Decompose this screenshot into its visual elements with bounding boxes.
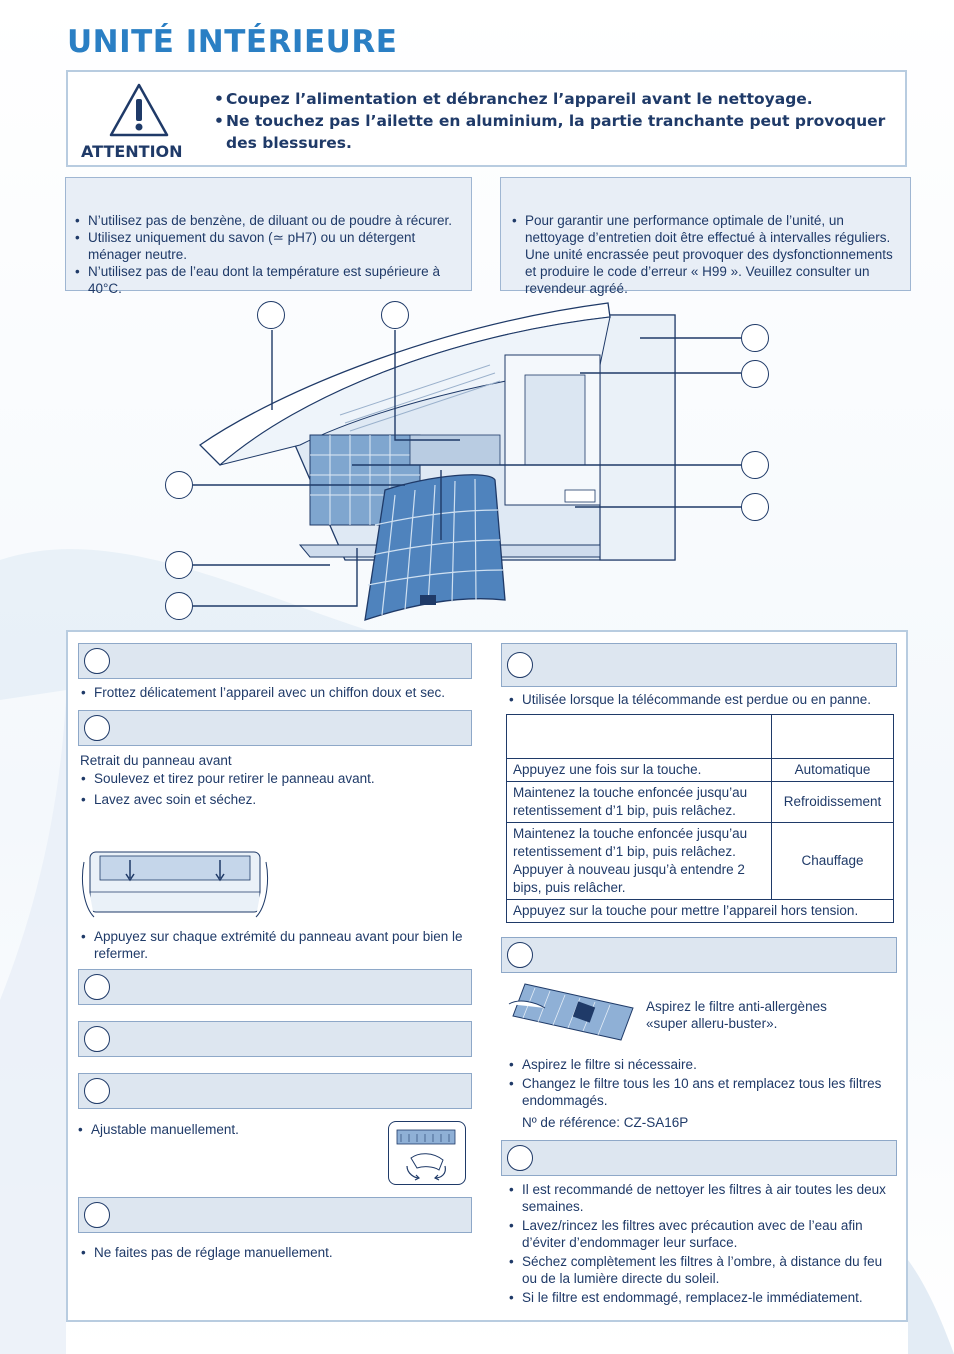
table-header-cell [771,714,894,759]
note-item: Utilisez uniquement du savon (≃ pH7) ou … [72,229,467,263]
section-number-marker [84,715,110,741]
section-number-marker [84,974,110,1000]
table-cell: Maintenez la touche enfoncée jusqu’au re… [506,822,772,900]
note-box-left: N’utilisez pas de benzène, de diluant ou… [65,177,472,296]
section-bullet: Si le filtre est endommagé, remplacez-le… [506,1289,896,1306]
filter-reference: Nº de référence: CZ-SA16P [522,1115,689,1130]
callout-marker [741,324,769,352]
attention-line: Ne touchez pas l’ailette en aluminium, l… [214,110,894,154]
section-bullet: Changez le filtre tous les 10 ans et rem… [506,1075,896,1109]
section-number-marker [84,1026,110,1052]
front-panel-closing-illustration [81,851,269,918]
table-cell: Automatique [771,758,894,782]
table-cell: Appuyez une fois sur la touche. [506,758,772,782]
callout-leader-lines [193,330,741,607]
section-number-marker [84,648,110,674]
callout-marker [165,592,193,620]
section-header [78,1197,472,1233]
manual-adjust-icon [388,1121,466,1185]
section-header [78,710,472,746]
callout-marker [741,360,769,388]
note-item: N’utilisez pas de benzène, de diluant ou… [72,212,467,229]
callout-marker [257,301,285,329]
section-header [78,969,472,1005]
table-cell: Chauffage [771,822,894,900]
section-number-marker [507,1145,533,1171]
section-intro: Retrait du panneau avant [80,753,232,768]
section-bullet: Ajustable manuellement. [75,1121,375,1138]
warning-triangle-icon [109,83,169,137]
callout-marker [165,551,193,579]
section-bullet: Aspirez le filtre si nécessaire. [506,1056,896,1073]
page-title: UNITÉ INTÉRIEURE [67,24,398,60]
table-cell: Maintenez la touche enfoncée jusqu’au re… [506,781,772,823]
callout-marker [381,301,409,329]
section-header [78,643,472,679]
section-bullet: Lavez avec soin et séchez. [78,791,468,808]
note-item: N’utilisez pas de l’eau dont la températ… [72,263,467,297]
section-bullet: Lavez/rincez les filtres avec précaution… [506,1217,896,1251]
section-number-marker [507,652,533,678]
table-row: Appuyez une fois sur la touche. Automati… [506,758,894,782]
section-header [78,1073,472,1109]
attention-line: Coupez l’alimentation et débranchez l’ap… [214,88,894,110]
callout-marker [741,451,769,479]
table-row: Appuyez sur la touche pour mettre l’appa… [506,899,894,923]
attention-box: ATTENTION Coupez l’alimentation et débra… [66,70,907,167]
filter-vacuum-illustration [508,983,634,1041]
attention-text: Coupez l’alimentation et débranchez l’ap… [214,88,894,154]
section-bullet: Il est recommandé de nettoyer les filtre… [506,1181,896,1215]
section-number-marker [84,1078,110,1104]
table-cell: Refroidissement [771,781,894,823]
section-number-marker [507,942,533,968]
note-box-right: Pour garantir une performance optimale d… [500,177,911,296]
section-bullet: Appuyez sur chaque extrémité du panneau … [78,928,468,962]
section-header [501,643,897,687]
table-row: Maintenez la touche enfoncée jusqu’au re… [506,781,894,823]
section-bullet: Ne faites pas de réglage manuellement. [78,1244,468,1261]
note-item: Pour garantir une performance optimale d… [509,212,905,297]
callout-marker [741,493,769,521]
filter-caption: Aspirez le filtre anti-allergènes «super… [646,999,827,1031]
auto-operation-table: Appuyez une fois sur la touche. Automati… [506,714,894,923]
indoor-unit-illustration [198,302,676,621]
section-header [78,1021,472,1057]
section-header [501,937,897,973]
table-cell: Appuyez sur la touche pour mettre l’appa… [506,899,894,923]
section-bullet: Soulevez et tirez pour retirer le pannea… [78,770,468,787]
section-bullet: Utilisée lorsque la télécommande est per… [506,691,896,708]
table-header-cell [506,714,772,759]
maintenance-content-box: Frottez délicatement l’appareil avec un … [66,630,908,1322]
callout-marker [165,471,193,499]
section-bullet: Frottez délicatement l’appareil avec un … [78,684,468,701]
section-header [501,1140,897,1176]
table-row: Maintenez la touche enfoncée jusqu’au re… [506,822,894,900]
section-number-marker [84,1202,110,1228]
attention-label: ATTENTION [81,142,183,161]
section-bullet: Séchez complètement les filtres à l’ombr… [506,1253,896,1287]
